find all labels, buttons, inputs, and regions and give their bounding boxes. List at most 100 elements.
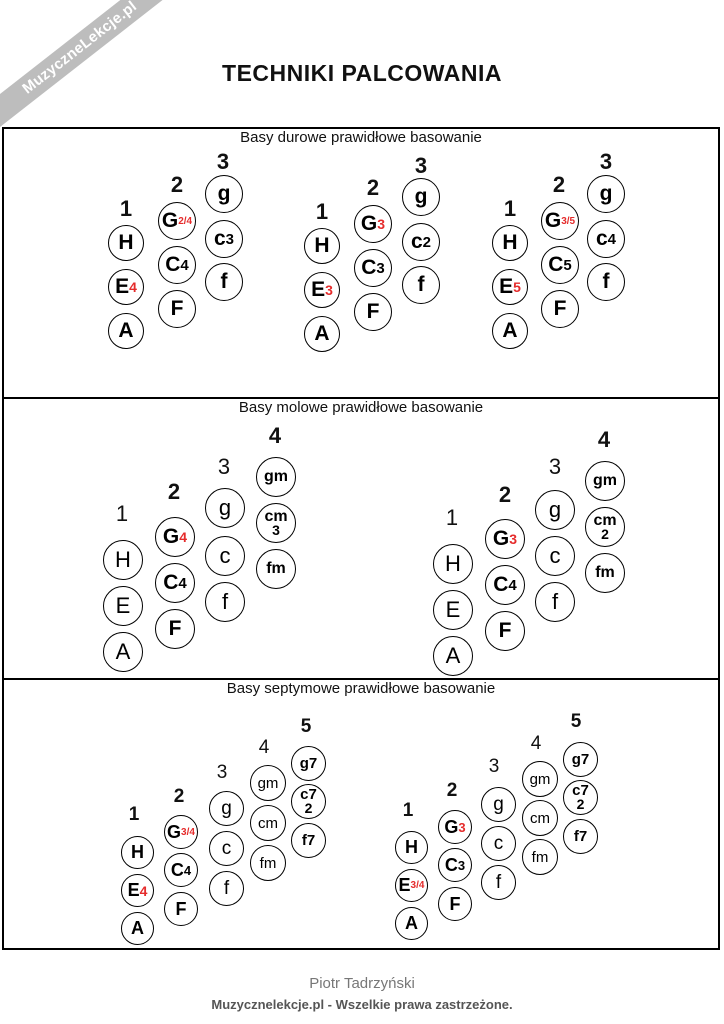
bass-button-f7[interactable]: f7	[563, 819, 598, 854]
bass-button-H[interactable]: H	[433, 544, 473, 584]
bass-button-H[interactable]: H	[395, 831, 428, 864]
bass-button-E[interactable]: E	[433, 590, 473, 630]
bass-button-A[interactable]: A	[304, 316, 340, 352]
bass-button-f[interactable]: f	[205, 263, 243, 301]
section-minor: Basy molowe prawidłowe basowanie 1 2 3 4…	[2, 397, 720, 680]
bass-button-g7[interactable]: g7	[563, 742, 598, 777]
bass-button-f[interactable]: f	[209, 871, 244, 906]
bass-button-fm[interactable]: fm	[585, 553, 625, 593]
footer-copyright: Muzycznelekcje.pl - Wszelkie prawa zastr…	[211, 997, 513, 1012]
finger-label-2: 2	[173, 786, 185, 807]
bass-button-f[interactable]: f	[205, 582, 245, 622]
footer-author: Piotr Tadrzyński	[309, 975, 415, 992]
bass-button-g[interactable]: g	[205, 488, 245, 528]
bass-button-f[interactable]: f	[402, 266, 440, 304]
bass-button-cm[interactable]: cm	[522, 800, 558, 836]
finger-label-2: 2	[498, 482, 512, 507]
bass-button-g[interactable]: g	[205, 175, 243, 213]
bass-button-gm[interactable]: gm	[256, 457, 296, 497]
bass-button-g[interactable]: g	[587, 175, 625, 213]
bass-button-c[interactable]: c	[535, 536, 575, 576]
section-major: Basy durowe prawidłowe basowanie 1 2 3 H…	[2, 127, 720, 399]
bass-button-cm[interactable]: cm	[250, 805, 286, 841]
bass-button-F[interactable]: F	[354, 293, 392, 331]
finger-label-3: 3	[414, 153, 428, 178]
finger-label-5: 5	[570, 711, 582, 732]
bass-button-A[interactable]: A	[433, 636, 473, 676]
bass-button-H[interactable]: H	[103, 540, 143, 580]
section-title-major: Basy durowe prawidłowe basowanie	[240, 129, 482, 146]
bass-button-f[interactable]: f	[587, 263, 625, 301]
bass-button-fm[interactable]: fm	[250, 845, 286, 881]
finger-label-4: 4	[268, 423, 282, 448]
finger-label-1: 1	[115, 501, 129, 526]
section-title-minor: Basy molowe prawidłowe basowanie	[238, 399, 484, 416]
finger-label-2: 2	[167, 479, 181, 504]
section-title-seventh: Basy septymowe prawidłowe basowanie	[226, 680, 496, 697]
bass-button-F[interactable]: F	[155, 609, 195, 649]
bass-button-f[interactable]: f	[535, 582, 575, 622]
bass-button-H[interactable]: H	[121, 836, 154, 869]
bass-button-F[interactable]: F	[438, 887, 472, 921]
bass-button-c[interactable]: c	[209, 831, 244, 866]
bass-button-A[interactable]: A	[108, 313, 144, 349]
bass-button-gm[interactable]: gm	[250, 765, 286, 801]
bass-button-A[interactable]: A	[121, 912, 154, 945]
bass-button-F[interactable]: F	[158, 290, 196, 328]
finger-label-3: 3	[216, 149, 230, 174]
finger-label-1: 1	[128, 804, 140, 825]
bass-button-g7[interactable]: g7	[291, 746, 326, 781]
bass-button-g[interactable]: g	[209, 791, 244, 826]
finger-label-3: 3	[216, 762, 228, 783]
bass-button-A[interactable]: A	[103, 632, 143, 672]
finger-label-3: 3	[488, 756, 500, 777]
bass-button-gm[interactable]: gm	[585, 461, 625, 501]
bass-button-H[interactable]: H	[492, 225, 528, 261]
bass-button-E[interactable]: E	[103, 586, 143, 626]
bass-button-F[interactable]: F	[164, 892, 198, 926]
bass-button-fm[interactable]: fm	[256, 549, 296, 589]
bass-button-H[interactable]: H	[108, 225, 144, 261]
bass-button-f[interactable]: f	[481, 865, 516, 900]
bass-button-c[interactable]: c	[205, 536, 245, 576]
bass-button-F[interactable]: F	[541, 290, 579, 328]
bass-button-g[interactable]: g	[481, 787, 516, 822]
bass-button-g[interactable]: g	[402, 178, 440, 216]
bass-button-c[interactable]: c	[481, 826, 516, 861]
bass-button-F[interactable]: F	[485, 611, 525, 651]
bass-button-fm[interactable]: fm	[522, 839, 558, 875]
bass-button-f7[interactable]: f7	[291, 823, 326, 858]
bass-button-H[interactable]: H	[304, 228, 340, 264]
bass-button-A[interactable]: A	[395, 907, 428, 940]
finger-label-2: 2	[446, 780, 458, 801]
bass-button-A[interactable]: A	[492, 313, 528, 349]
bass-button-gm[interactable]: gm	[522, 761, 558, 797]
bass-button-g[interactable]: g	[535, 490, 575, 530]
